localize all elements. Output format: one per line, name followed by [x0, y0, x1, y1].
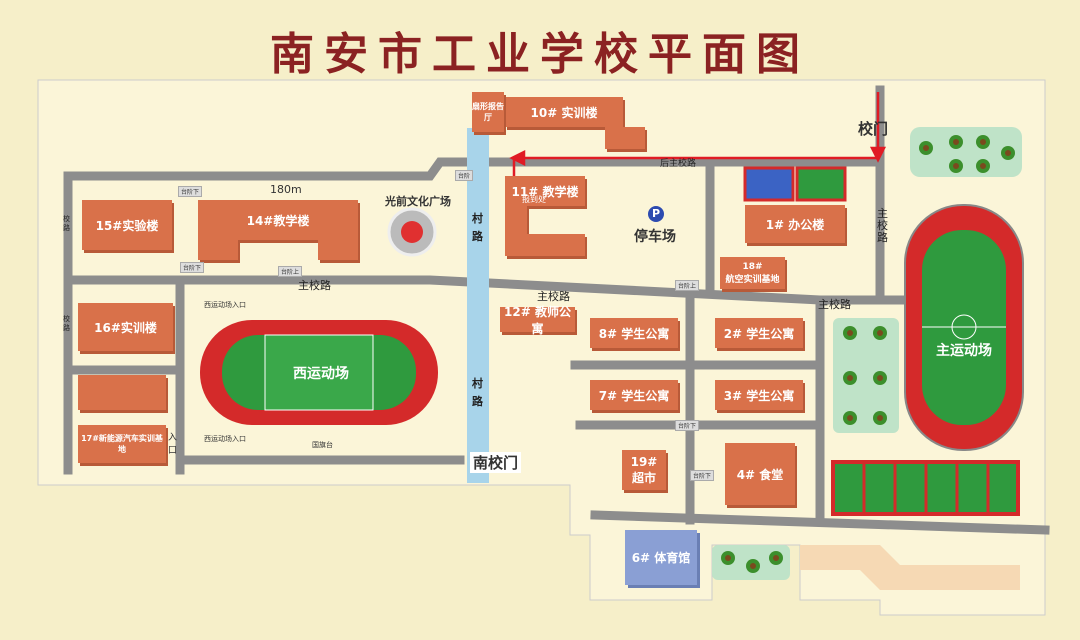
building-16[interactable]: 16#实训楼 [78, 303, 173, 351]
tree-icon [948, 134, 964, 150]
dimension-label: 180m [270, 183, 302, 196]
tree-icon [1000, 145, 1016, 161]
road-back-main [63, 157, 885, 181]
village-road [467, 128, 489, 483]
road-main [63, 275, 905, 305]
road-label-main-1: 主校路 [298, 279, 331, 292]
tree-icon [872, 370, 888, 386]
lecture-hall[interactable]: 扇形报告厅 [472, 92, 504, 132]
step-sign: 台阶 [455, 170, 474, 181]
step-sign: 台阶上 [675, 280, 700, 291]
building-15[interactable]: 15#实验楼 [82, 200, 172, 250]
building-11[interactable]: 11# 教学楼 [505, 176, 585, 206]
road-label-west-2: 校路 [63, 315, 70, 332]
road-label-main-2: 主校路 [537, 290, 570, 303]
west-field-center [264, 334, 374, 411]
garden-ne [910, 127, 1022, 177]
tree-icon [948, 158, 964, 174]
garden-east [833, 318, 899, 433]
main-field-label: 主运动场 [936, 343, 992, 359]
school-gate-label: 校门 [858, 120, 889, 138]
main-field-center-circle [951, 314, 977, 340]
building-8[interactable]: 8# 学生公寓 [590, 318, 678, 348]
building-14-left [198, 240, 238, 260]
west-field-label: 西运动场 [293, 366, 349, 382]
tree-icon [975, 158, 991, 174]
road-south [590, 510, 1050, 535]
building-2[interactable]: 2# 学生公寓 [715, 318, 803, 348]
road-label-west-1: 校路 [63, 215, 70, 232]
building-1[interactable]: 1# 办公楼 [745, 205, 845, 243]
entrance-left-label: 入口 [168, 433, 178, 456]
tree-icon [842, 410, 858, 426]
office-court-2 [795, 166, 847, 202]
tree-icon [872, 410, 888, 426]
building-14[interactable]: 14#教学楼 [198, 200, 358, 240]
tree-icon [872, 325, 888, 341]
map-title: 南安市工业学校平面图 [270, 29, 810, 80]
sand-area [800, 545, 1020, 590]
building-18[interactable]: 18# 航空实训基地 [720, 257, 785, 289]
building-unnamed [78, 375, 166, 410]
building-17[interactable]: 17#新能源汽车实训基地 [78, 425, 166, 463]
building-10-wing [605, 127, 645, 149]
step-sign: 台阶上 [278, 266, 303, 277]
tree-icon [842, 370, 858, 386]
step-sign: 台阶下 [180, 262, 205, 273]
road-label-main-vertical: 主校路 [877, 207, 888, 244]
tree-icon [768, 550, 784, 566]
south-gate-label: 南校门 [470, 452, 522, 473]
step-sign: 台阶下 [675, 420, 700, 431]
tree-icon [842, 325, 858, 341]
west-field-entrance-1: 西运动场入口 [204, 301, 246, 309]
road-label-village-2: 村路 [472, 377, 483, 408]
office-court-1 [743, 166, 795, 202]
court-dividers [862, 462, 990, 514]
building-11-wing [505, 206, 527, 256]
road-label-main-3: 主校路 [818, 298, 851, 311]
building-4[interactable]: 4# 食堂 [725, 443, 795, 505]
flag-platform-label: 国旗台 [312, 441, 333, 449]
building-7[interactable]: 7# 学生公寓 [590, 380, 678, 410]
tree-icon [918, 140, 934, 156]
road-label-village-1: 村路 [472, 212, 483, 243]
tree-icon [975, 134, 991, 150]
registration-label: 报到处 [522, 195, 546, 204]
tree-icon [745, 558, 761, 574]
parking-icon: P [648, 206, 664, 222]
building-10[interactable]: 10# 实训楼 [505, 97, 623, 127]
west-field-entrance-2: 西运动场入口 [204, 435, 246, 443]
building-3[interactable]: 3# 学生公寓 [715, 380, 803, 410]
step-sign: 台阶下 [178, 186, 203, 197]
building-11-base [527, 234, 585, 256]
road-network [63, 85, 1050, 535]
step-sign: 台阶下 [690, 470, 715, 481]
building-14-right [318, 240, 358, 260]
building-19[interactable]: 19# 超市 [622, 450, 666, 490]
building-6[interactable]: 6# 体育馆 [625, 530, 697, 585]
parking-label: 停车场 [634, 229, 676, 245]
plaza-emblem [401, 221, 423, 243]
tree-icon [720, 550, 736, 566]
plaza-label: 光前文化广场 [385, 195, 451, 208]
building-12[interactable]: 12# 教师公寓 [500, 305, 575, 336]
road-label-back: 后主校路 [660, 159, 697, 169]
